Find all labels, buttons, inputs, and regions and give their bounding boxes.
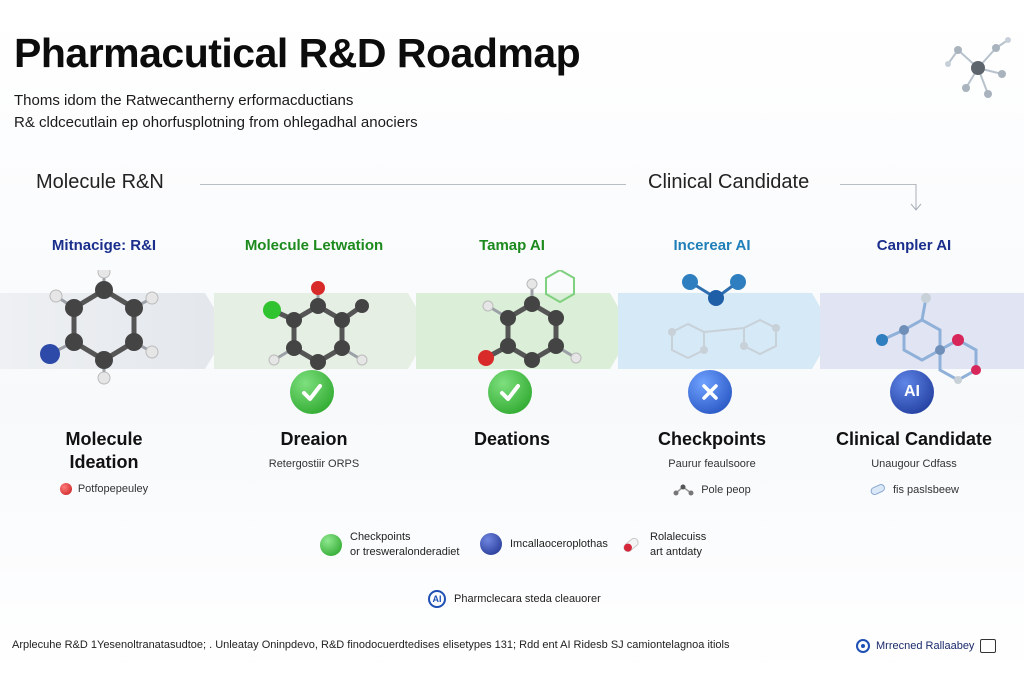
stage-subtitle: Unaugour Cdfass xyxy=(871,458,957,470)
stage-name-line-2: Ideation xyxy=(69,452,139,472)
molecule-icon xyxy=(40,270,159,385)
molecule-logo-icon xyxy=(945,37,1011,98)
stage-name: Molecule Ideation xyxy=(4,428,204,474)
legend-text: Rolalecuiss art antdaty xyxy=(650,530,706,560)
ai-badge-icon: AI xyxy=(890,370,934,414)
subtitle-line-2: R& cldcecutlain ep ohorfusplotning from … xyxy=(14,114,418,131)
check-badge-icon xyxy=(290,370,334,414)
stage-note-text: fis paslsbeew xyxy=(892,484,960,496)
mini-molecule-icon xyxy=(673,484,694,496)
stage-subtitle: Retergostiir ORPS xyxy=(268,458,360,470)
stage-molecule-ideation: Mitnacige: R&I Molecule Ideation xyxy=(4,225,204,525)
footer-brand-text: Mrrecned Rallaabey xyxy=(876,640,975,652)
track-line-end xyxy=(840,184,916,185)
stage-note: Pole peop xyxy=(612,483,812,500)
track-line xyxy=(200,184,626,185)
check-badge-icon xyxy=(488,370,532,414)
legend-text: Imcallaoceroplothas xyxy=(510,537,608,550)
footer-text: Arplecuhe R&D 1Yesenoltranatasudtoe; . U… xyxy=(12,639,730,651)
stage-name: Checkpoints xyxy=(657,429,767,449)
close-badge-icon xyxy=(688,370,732,414)
legend-line-2: art antdaty xyxy=(650,546,702,558)
center-note-text: Pharmclecara steda cleauorer xyxy=(454,593,601,605)
molecule-icon xyxy=(263,281,369,370)
page-subtitle: Thoms idom the Ratwecantherny erformacdu… xyxy=(14,90,418,134)
legend-item-rolalecuiss: Rolalecuiss art antdaty xyxy=(620,530,706,560)
stage-name: Clinical Candidate xyxy=(835,429,993,449)
stage-note: Potfopepeuley xyxy=(4,483,204,498)
pill-icon xyxy=(623,537,639,553)
molecule-icon xyxy=(478,270,582,368)
page-title: Pharmacutical R&D Roadmap xyxy=(14,30,581,76)
legend-item-checkpoints: Checkpoints or tresweralonderadiet xyxy=(320,530,459,560)
stage-deations: Tamap AI Deations xyxy=(412,225,612,525)
box-icon xyxy=(980,639,997,653)
stage-checkpoints: Incerear AI Checkpoints Paurur feaulsoor… xyxy=(612,225,812,525)
molecule-icon xyxy=(668,274,780,360)
capsule-icon xyxy=(870,484,885,496)
legend-text: Checkpoints or tresweralonderadiet xyxy=(350,530,459,560)
stage-note: fis paslsbeew xyxy=(814,483,1014,500)
stage-header: Mitnacige: R&I xyxy=(51,237,157,254)
stage-header: Molecule Letwation xyxy=(244,237,384,254)
legend-line-1: Checkpoints xyxy=(350,531,411,543)
stage-note-text: Potfopepeuley xyxy=(77,483,149,495)
stage-name-line-1: Molecule xyxy=(65,429,143,449)
track-end-label: Clinical Candidate xyxy=(648,171,810,193)
legend-line-2: or tresweralonderadiet xyxy=(350,546,460,558)
stage-name: Deations xyxy=(473,429,551,449)
legend-item-imcallaoceroplothas: Imcallaoceroplothas xyxy=(480,533,608,555)
stage-header: Incerear AI xyxy=(673,237,751,254)
center-note: AI Pharmclecara steda cleauorer xyxy=(428,590,601,608)
target-icon xyxy=(856,639,870,653)
stage-subtitle: Paurur feaulsoore xyxy=(668,458,756,470)
footer-brand[interactable]: Mrrecned Rallaabey xyxy=(856,639,997,653)
stage-clinical-candidate: Canpler AI AI Clinical Candidate Unaugou… xyxy=(814,225,1014,525)
blue-dot-icon xyxy=(480,533,502,555)
green-dot-icon xyxy=(320,534,342,556)
red-dot-icon xyxy=(59,483,72,495)
stage-name: Dreaion xyxy=(280,429,348,449)
subtitle-line-1: Thoms idom the Ratwecantherny erformacdu… xyxy=(14,92,354,109)
ai-circle-icon: AI xyxy=(428,590,446,608)
ai-circle-text: AI xyxy=(432,594,442,604)
arrow-down-icon xyxy=(910,184,922,211)
ai-badge-text: AI xyxy=(904,383,920,400)
stage-header: Tamap AI xyxy=(479,237,545,254)
stage-header: Canpler AI xyxy=(876,237,952,254)
molecule-icon xyxy=(876,293,981,384)
legend-line-1: Rolalecuiss xyxy=(650,531,707,543)
track-start-label: Molecule R&N xyxy=(36,171,164,193)
stage-note-text: Pole peop xyxy=(701,484,751,496)
stage-dreaion: Molecule Letwation Dreaion Retergostiir … xyxy=(214,225,414,525)
